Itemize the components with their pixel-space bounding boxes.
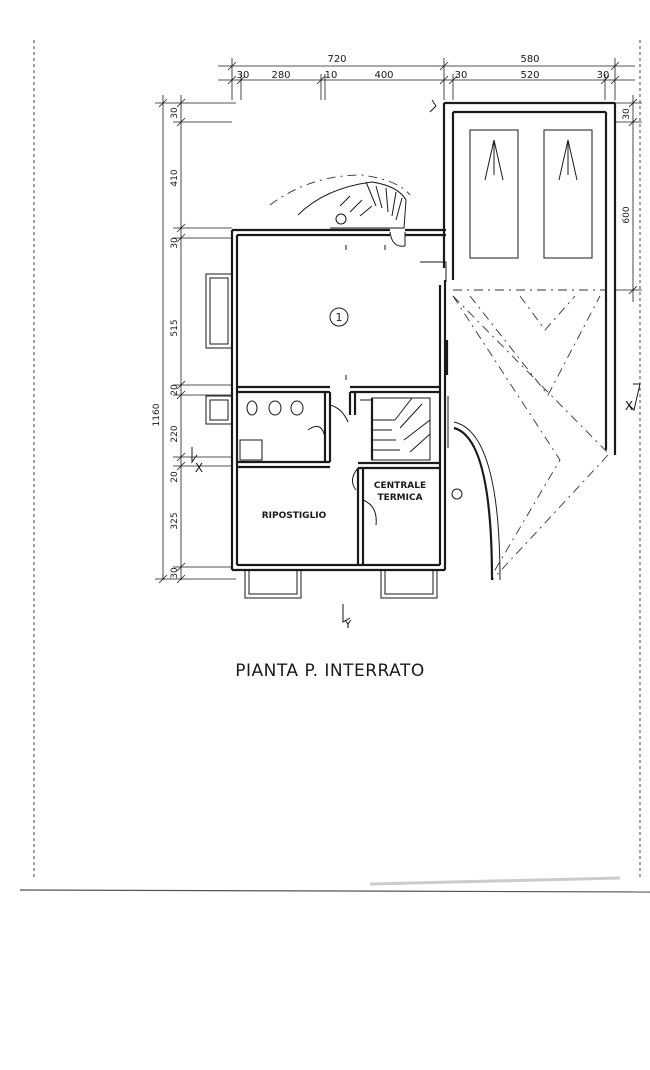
left-dimension-chain <box>155 95 236 584</box>
dim-top-left-part-4: 400 <box>374 70 393 81</box>
section-mark-x-right: X <box>625 399 633 413</box>
dim-left-part-9: 30 <box>170 567 180 579</box>
room-label-boiler-line2: TERMICA <box>377 493 422 503</box>
dim-left-part-5: 20 <box>170 384 180 396</box>
dim-top-right-part-3: 30 <box>597 70 610 81</box>
dim-left-part-8: 325 <box>170 512 180 529</box>
dim-left-part-7: 20 <box>170 471 180 483</box>
dim-top-left-part-2: 280 <box>271 70 290 81</box>
room-number-circle <box>329 307 349 327</box>
dim-top-left-part-3: 10 <box>325 70 338 81</box>
room-number: 1 <box>336 311 343 324</box>
house-walls <box>230 228 447 572</box>
dim-left-part-4: 515 <box>170 319 180 336</box>
room-label-storage: RIPOSTIGLIO <box>262 511 327 521</box>
section-mark-x-left: X <box>195 461 203 475</box>
garage-wing <box>420 101 617 455</box>
section-marks <box>191 99 641 623</box>
drawing-title: PIANTA P. INTERRATO <box>235 661 425 681</box>
dim-top-right-part-1: 30 <box>455 70 468 81</box>
top-dimension-chain <box>218 58 635 100</box>
bathroom-fixtures <box>239 400 326 461</box>
dim-left-total: 1160 <box>152 403 162 426</box>
dim-top-total-right: 580 <box>520 54 539 65</box>
dim-top-right-part-2: 520 <box>520 70 539 81</box>
internal-stair <box>360 397 431 461</box>
door-swings <box>329 231 406 526</box>
garage-cars <box>469 129 593 259</box>
section-mark-y-bottom: Y <box>344 618 352 631</box>
dim-left-part-1: 30 <box>170 107 180 119</box>
dim-left-part-6: 220 <box>170 425 180 442</box>
dim-right-part-1: 30 <box>622 108 632 120</box>
dim-top-total-left: 720 <box>327 54 346 65</box>
windows <box>205 273 438 599</box>
room-label-boiler-line1: CENTRALE <box>374 481 426 491</box>
dim-left-part-3: 30 <box>170 237 180 249</box>
right-dimension-chain <box>614 95 642 302</box>
dim-top-left-part-1: 30 <box>237 70 250 81</box>
dim-right-part-2: 600 <box>622 206 632 223</box>
dim-left-part-2: 410 <box>170 169 180 186</box>
sheet-border <box>19 40 650 893</box>
external-stair <box>269 174 411 229</box>
ramp-lines <box>451 295 611 581</box>
